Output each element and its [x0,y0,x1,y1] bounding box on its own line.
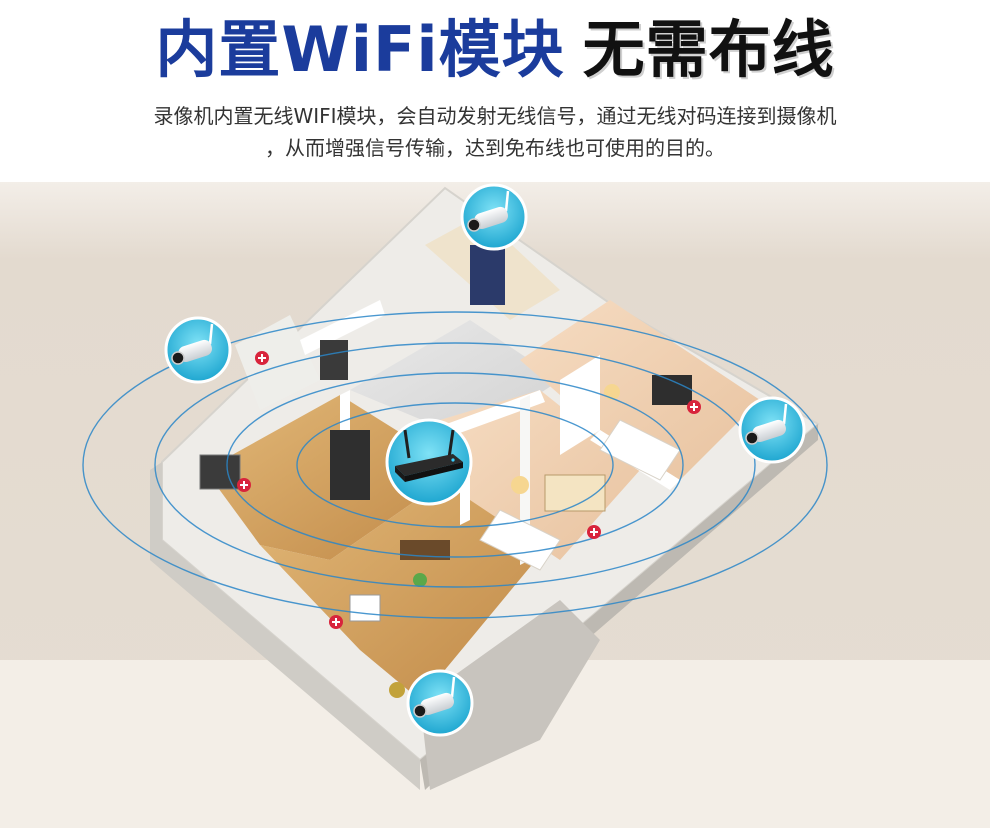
wifi-bullet-camera-icon [406,669,474,737]
house-model [150,186,820,790]
plus-marker-icon [255,351,269,365]
description: 录像机内置无线WIFI模块，会自动发射无线信号，通过无线对码连接到摄像机 ，从而… [60,100,930,164]
banner-header: 内置WiFi模块无需布线 录像机内置无线WIFI模块，会自动发射无线信号，通过无… [0,0,990,182]
house-illustration [0,182,990,828]
wifi-bullet-camera-icon [164,316,232,384]
plus-marker-icon [687,400,701,414]
description-line2: ，从而增强信号传输，达到免布线也可使用的目的。 [265,136,725,160]
headline: 内置WiFi模块无需布线 [0,12,990,88]
wifi-bullet-camera-icon [738,396,806,464]
description-line1: 录像机内置无线WIFI模块，会自动发射无线信号，通过无线对码连接到摄像机 [153,104,837,128]
plus-marker-icon [237,478,251,492]
plus-marker-icon [329,615,343,629]
wifi-signal-rings [82,311,828,619]
wifi-bullet-camera-icon [460,183,528,251]
headline-part1: 内置WiFi模块 [155,13,565,86]
plus-marker-icon [587,525,601,539]
nvr-recorder-icon [385,418,473,506]
headline-part2: 无需布线 [582,13,835,86]
